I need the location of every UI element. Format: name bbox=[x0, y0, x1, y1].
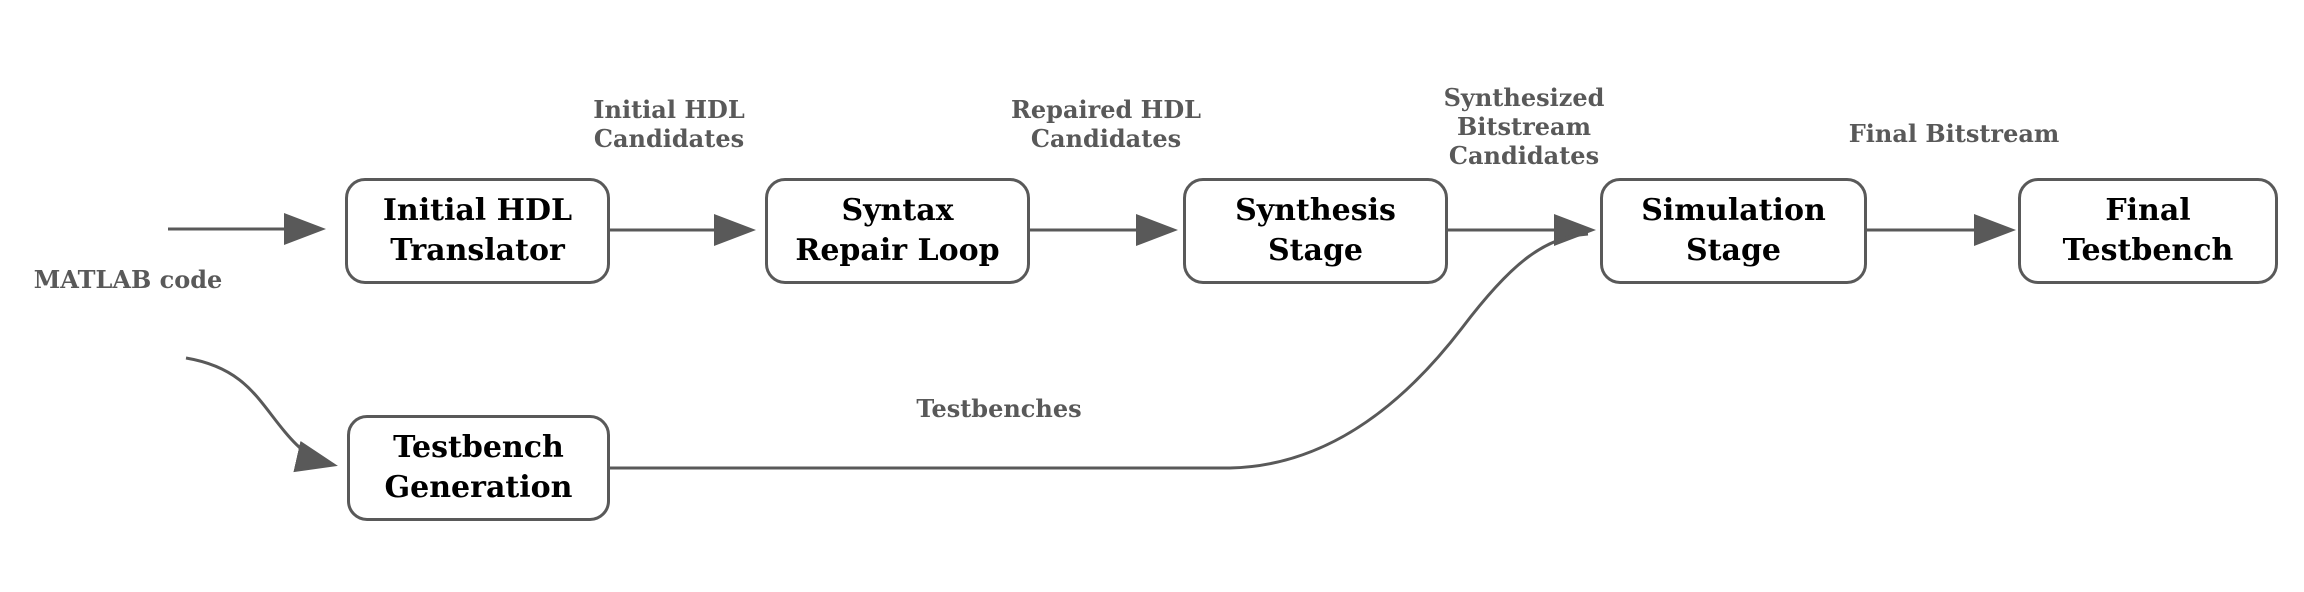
node-simulation-stage: Simulation Stage bbox=[1600, 178, 1867, 284]
node-syntax-repair-loop: Syntax Repair Loop bbox=[765, 178, 1030, 284]
edge-label-repaired-hdl-candidates: Repaired HDL Candidates bbox=[1010, 95, 1202, 153]
node-final-testbench: Final Testbench bbox=[2018, 178, 2278, 284]
line-testbenches-to-simulation bbox=[610, 232, 1589, 470]
edge-label-initial-hdl-candidates: Initial HDL Candidates bbox=[593, 95, 745, 153]
arrow-matlab-to-testbench-generation bbox=[185, 356, 338, 473]
edge-label-final-bitstream: Final Bitstream bbox=[1848, 119, 2060, 148]
node-label: Testbench Generation bbox=[384, 429, 573, 506]
node-label: Syntax Repair Loop bbox=[795, 192, 1000, 269]
edge-label-synthesized-bitstream-candidates: Synthesized Bitstream Candidates bbox=[1443, 83, 1605, 170]
edge-label-testbenches: Testbenches bbox=[916, 394, 1082, 423]
node-initial-hdl-translator: Initial HDL Translator bbox=[345, 178, 610, 284]
node-label: Initial HDL Translator bbox=[382, 192, 573, 269]
node-label: Final Testbench bbox=[2062, 192, 2234, 269]
node-label: Synthesis Stage bbox=[1235, 192, 1396, 269]
node-synthesis-stage: Synthesis Stage bbox=[1183, 178, 1448, 284]
node-testbench-generation: Testbench Generation bbox=[347, 415, 610, 521]
node-label: Simulation Stage bbox=[1641, 192, 1826, 269]
edge-label-matlab-code: MATLAB code bbox=[33, 265, 223, 294]
